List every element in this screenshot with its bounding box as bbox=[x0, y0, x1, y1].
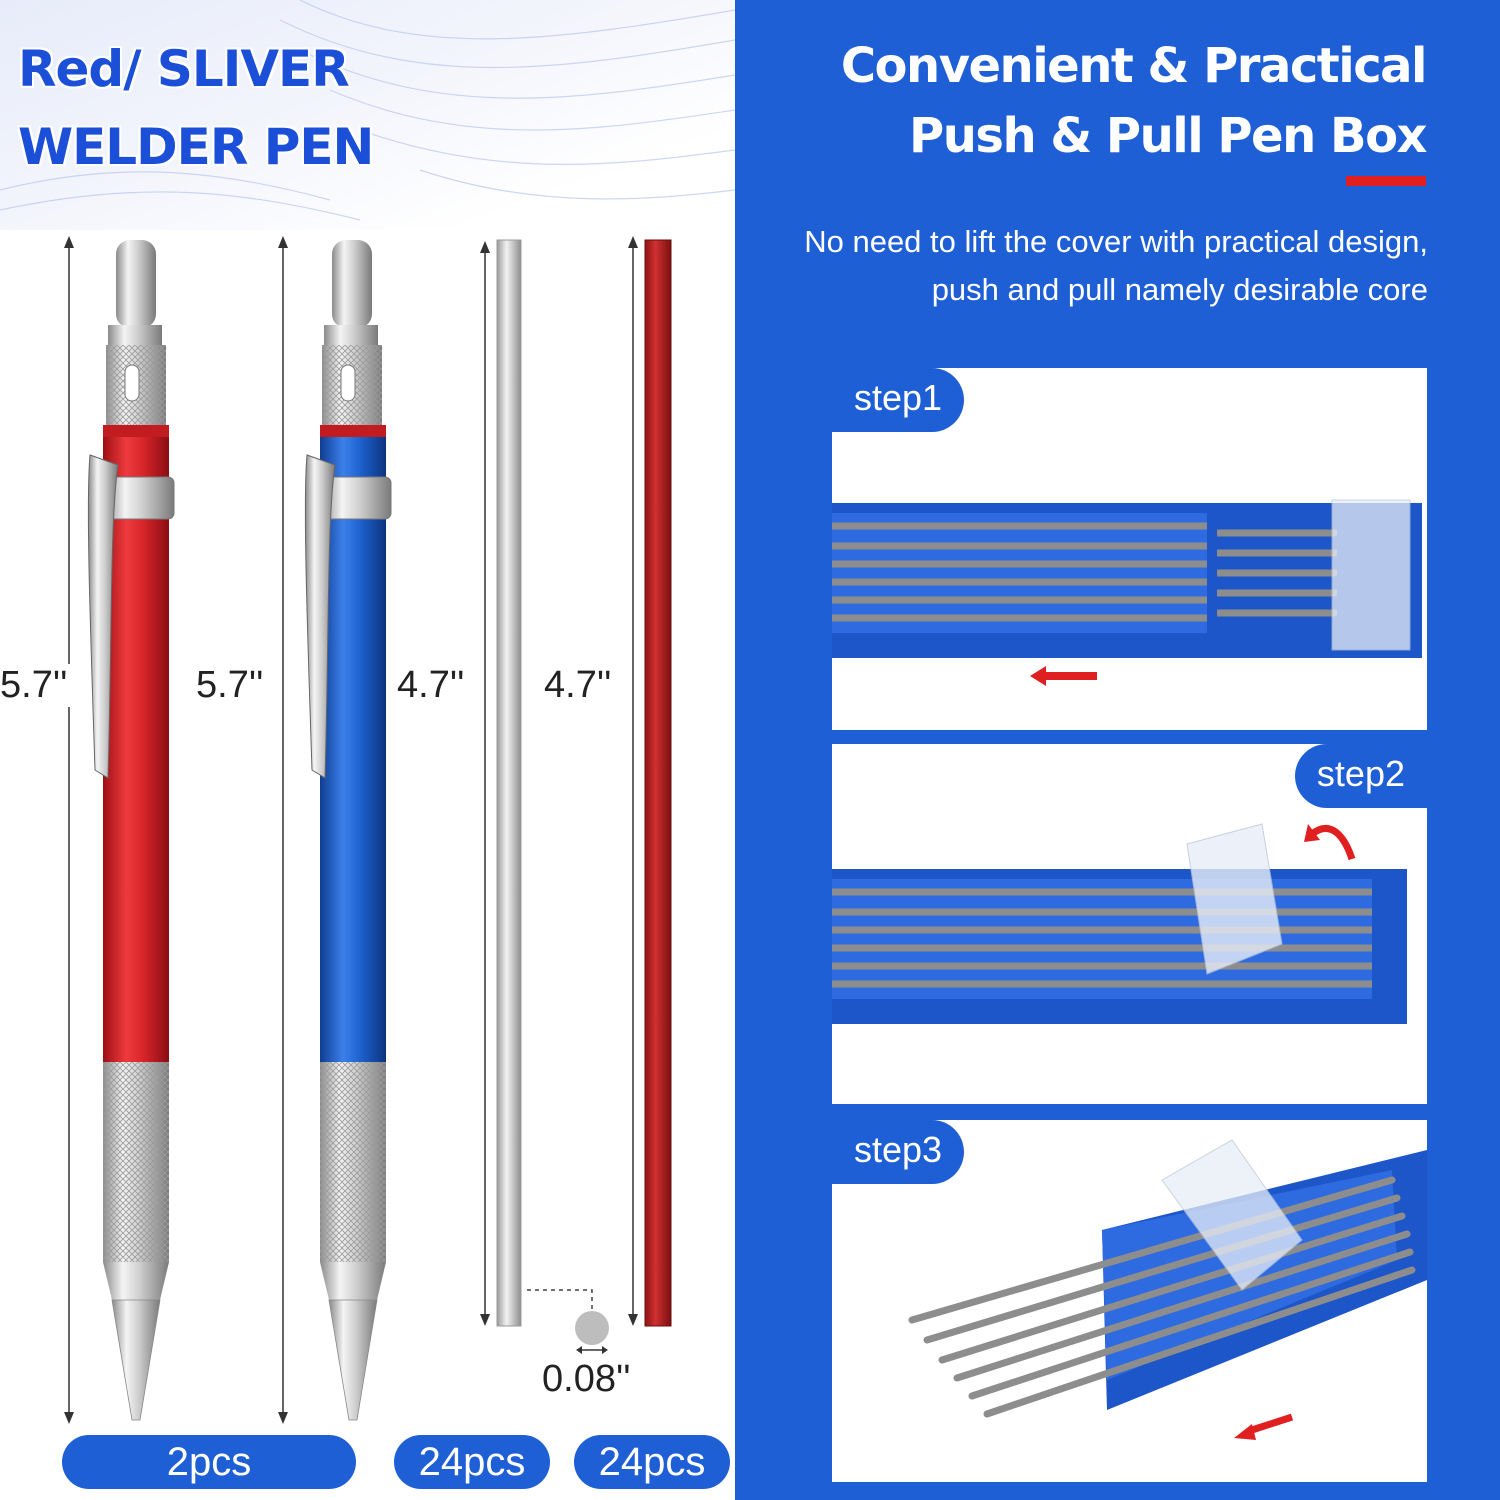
diameter-circle bbox=[575, 1311, 609, 1345]
red-pen-length: 5.7'' bbox=[0, 664, 72, 707]
step3-panel: step3 bbox=[832, 1120, 1427, 1482]
product-dimensions-panel: Red/ SLIVER WELDER PEN bbox=[0, 0, 735, 1500]
step3-box-illustration bbox=[908, 1139, 1427, 1440]
header-background bbox=[0, 0, 735, 230]
product-title-line1: Red/ SLIVER bbox=[18, 40, 350, 98]
refill-diameter: 0.08'' bbox=[542, 1358, 631, 1400]
pens-count-badge: 2pcs bbox=[62, 1435, 356, 1489]
step1-label: step1 bbox=[832, 368, 965, 432]
feature-description-line1: No need to lift the cover with practical… bbox=[804, 224, 1428, 259]
step1-box-illustration bbox=[832, 499, 1422, 686]
step2-box-illustration bbox=[832, 823, 1407, 1024]
feature-description-line2: push and pull namely desirable core bbox=[931, 272, 1428, 307]
feature-title-line2: Push & Pull Pen Box bbox=[909, 108, 1427, 164]
step2-panel: step2 bbox=[832, 744, 1427, 1104]
silver-refill bbox=[496, 239, 522, 1327]
pens-illustration bbox=[64, 236, 672, 1424]
product-title-line2: WELDER PEN bbox=[18, 118, 374, 176]
silver-refill-count-badge: 24pcs bbox=[394, 1435, 550, 1489]
silver-refill-length: 4.7'' bbox=[393, 664, 469, 707]
blue-welder-pen bbox=[304, 240, 392, 1421]
red-refill bbox=[644, 239, 672, 1327]
red-refill-count-badge: 24pcs bbox=[574, 1435, 730, 1489]
step3-label: step3 bbox=[832, 1120, 965, 1184]
step2-label: step2 bbox=[1294, 744, 1427, 808]
step1-panel: step1 bbox=[832, 368, 1427, 730]
wave-decoration bbox=[0, 0, 735, 221]
feature-title-line1: Convenient & Practical bbox=[840, 38, 1428, 94]
red-welder-pen bbox=[87, 240, 175, 1421]
blue-pen-length: 5.7'' bbox=[192, 664, 268, 707]
red-refill-length: 4.7'' bbox=[540, 664, 616, 707]
title-underline-accent bbox=[1346, 176, 1426, 186]
